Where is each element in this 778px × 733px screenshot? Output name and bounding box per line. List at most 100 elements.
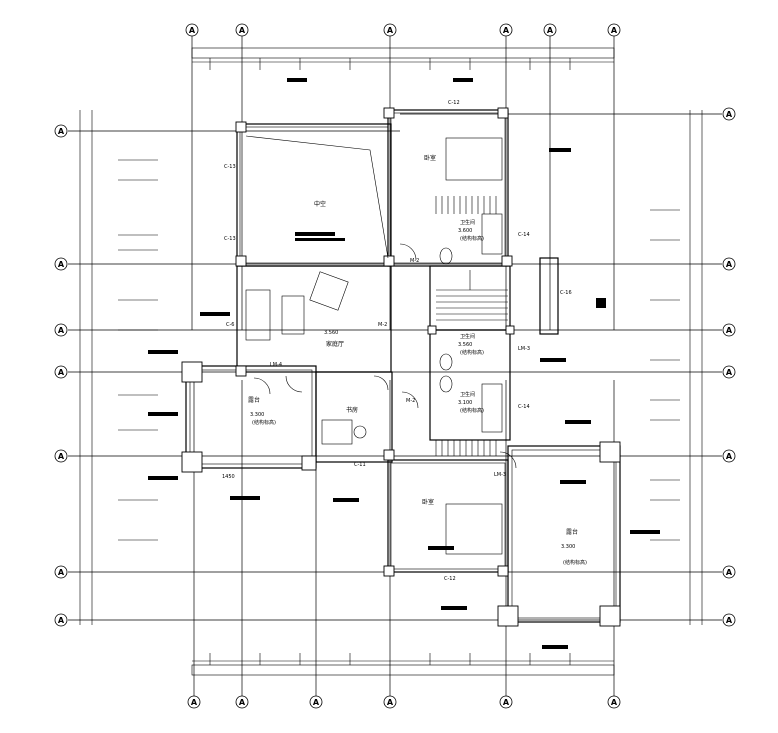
axis-bubble-right: A (722, 257, 736, 271)
axis-bubble-right: A (722, 107, 736, 121)
fixtures (245, 135, 517, 555)
elevation-terrace-left: 3.300 (250, 412, 264, 418)
svg-text:A: A (58, 260, 65, 269)
svg-text:A: A (726, 110, 733, 119)
axis-bubble-right: A (722, 365, 736, 379)
tag-c6: C-6 (226, 322, 234, 328)
axis-bubble-bottom: A (235, 695, 249, 709)
annotation-bars (148, 78, 660, 649)
axis-bubble-top: A (185, 23, 199, 37)
axis-bubble-top: A (235, 23, 249, 37)
tag-m2-c: M-2 (406, 398, 415, 404)
tag-c11: C-11 (354, 462, 366, 468)
svg-text:A: A (387, 698, 394, 707)
axis-bubble-left: A (54, 449, 68, 463)
svg-text:A: A (239, 26, 246, 35)
axis-bubbles: A A A A A A A A A A A A A A A A A A A A A A A A A A (54, 23, 736, 709)
svg-text:A: A (58, 568, 65, 577)
axis-bubble-top: A (499, 23, 513, 37)
room-label-study: 书房 (346, 406, 358, 414)
svg-text:A: A (726, 368, 733, 377)
svg-text:A: A (547, 26, 554, 35)
note-bath-2: (结构标高) (460, 349, 484, 356)
room-label-bedroom-top: 卧室 (424, 154, 436, 162)
axis-bubble-bottom: A (499, 695, 513, 709)
note-terrace-right: (结构标高) (563, 559, 587, 566)
dimension-frames (79, 47, 703, 676)
room-label-living: 家庭厅 (326, 340, 344, 348)
tag-c14-b: C-14 (518, 404, 530, 410)
svg-text:A: A (313, 698, 320, 707)
tag-c13-a: C-13 (224, 164, 236, 170)
elevation-terrace-right: 3.300 (561, 544, 575, 550)
room-label-bath-2: 卫生间 (460, 333, 475, 340)
svg-text:A: A (611, 698, 618, 707)
axis-bubble-top: A (383, 23, 397, 37)
walls (185, 109, 621, 623)
svg-text:A: A (58, 368, 65, 377)
svg-text:A: A (503, 698, 510, 707)
svg-text:A: A (58, 326, 65, 335)
tag-lm3: LM-3 (494, 472, 506, 478)
axis-bubble-right: A (722, 323, 736, 337)
svg-text:A: A (726, 616, 733, 625)
tag-lm-mid: LM-3 (518, 346, 530, 352)
axis-bubble-left: A (54, 365, 68, 379)
axis-bubble-left: A (54, 257, 68, 271)
axis-bubble-left: A (54, 124, 68, 138)
room-label-atrium: 中空 (314, 200, 326, 208)
axis-grid (68, 36, 722, 696)
svg-text:A: A (503, 26, 510, 35)
axis-bubble-left: A (54, 613, 68, 627)
room-labels: 卧室 中空 家庭厅 卫生间 卫生间 卫生间 露台 书房 卧室 露台 (248, 154, 578, 536)
elevation-labels: 3.560 3.600 3.560 3.100 3.300 3.300 (结构标… (250, 228, 587, 566)
axis-bubble-right: A (722, 565, 736, 579)
dim-terrace: 1450 (222, 474, 235, 480)
svg-text:A: A (387, 26, 394, 35)
tag-c12-bottom: C-12 (444, 576, 456, 582)
svg-text:A: A (611, 26, 618, 35)
svg-text:A: A (189, 26, 196, 35)
room-label-terrace-left: 露台 (248, 396, 260, 404)
elevation-bath-3: 3.100 (458, 400, 472, 406)
note-terrace-left: (结构标高) (252, 419, 276, 426)
elevation-bath-1: 3.600 (458, 228, 472, 234)
svg-text:A: A (726, 326, 733, 335)
axis-bubble-bottom: A (383, 695, 397, 709)
dimension-ticks (118, 58, 680, 665)
elevation-living: 3.560 (324, 330, 338, 336)
note-bath-1: (结构标高) (460, 235, 484, 242)
room-label-bedroom-bottom: 卧室 (422, 498, 434, 506)
door-window-tags: C-12 C-12 C-13 C-13 C-14 C-14 C-6 C-16 C… (222, 100, 572, 582)
svg-text:A: A (726, 260, 733, 269)
svg-text:A: A (191, 698, 198, 707)
axis-bubble-top: A (607, 23, 621, 37)
axis-bubble-right: A (722, 449, 736, 463)
room-label-bath-3: 卫生间 (460, 391, 475, 398)
svg-text:A: A (58, 127, 65, 136)
svg-text:A: A (239, 698, 246, 707)
axis-bubble-bottom: A (309, 695, 323, 709)
tag-c16: C-16 (560, 290, 572, 296)
tag-m2-b: M-2 (378, 322, 387, 328)
svg-text:A: A (726, 452, 733, 461)
tag-m2-a: M-2 (410, 258, 419, 264)
note-bath-3: (结构标高) (460, 407, 484, 414)
axis-bubble-top: A (543, 23, 557, 37)
tag-c12-top: C-12 (448, 100, 460, 106)
tag-c13-b: C-13 (224, 236, 236, 242)
svg-text:A: A (58, 616, 65, 625)
axis-bubble-left: A (54, 323, 68, 337)
tag-c14-a: C-14 (518, 232, 530, 238)
axis-bubble-bottom: A (607, 695, 621, 709)
axis-bubble-left: A (54, 565, 68, 579)
room-label-terrace-right: 露台 (566, 528, 578, 536)
svg-text:A: A (58, 452, 65, 461)
elevation-bath-2: 3.560 (458, 342, 472, 348)
tag-lm4: LM-4 (270, 362, 282, 368)
axis-bubble-bottom: A (187, 695, 201, 709)
room-label-bath-1: 卫生间 (460, 219, 475, 226)
axis-bubble-right: A (722, 613, 736, 627)
svg-text:A: A (726, 568, 733, 577)
